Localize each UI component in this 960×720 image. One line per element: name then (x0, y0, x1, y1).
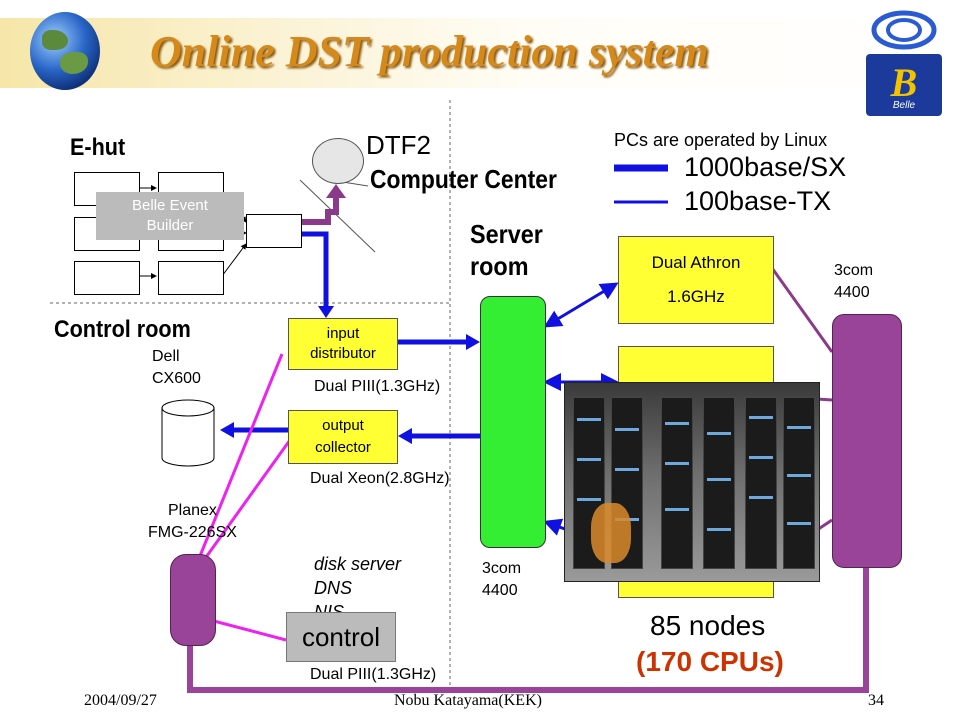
computer-center-label: Computer Center (370, 164, 557, 194)
kek-logo-icon (866, 8, 942, 52)
compute-node-box: Dual Athron 1.6GHz (618, 236, 774, 324)
input-distributor-line1: input (326, 325, 360, 342)
cpus-count: (170 CPUs) (636, 646, 784, 677)
ehut-label: E-hut (70, 134, 126, 161)
globe-land-shape (42, 30, 68, 50)
nodes-count: 85 nodes (650, 610, 766, 641)
compute-switch (832, 314, 902, 568)
server-room-line2: room (470, 251, 529, 281)
dtf2-tape-icon (312, 138, 364, 184)
center-switch-line1: 3com (482, 560, 522, 577)
builder-label-line1: Belle Event (132, 197, 208, 214)
dell-label: Dell CX600 (152, 346, 201, 390)
belle-event-builder: Belle Event Builder (96, 192, 244, 240)
input-cpu-label: Dual PIII(1.3GHz) (314, 378, 441, 395)
planex-label-line2: FMG-226SX (148, 524, 237, 541)
planex-label: Planex FMG-226SX (148, 500, 237, 544)
compute-node-line2: 1.6GHz (667, 287, 725, 306)
compute-node-line1: Dual Athron (651, 253, 741, 272)
legend-100base-label: 100base-TX (684, 186, 832, 216)
disk-storage-icon (161, 399, 215, 467)
control-node-label: control (301, 621, 381, 652)
server-room-photo (564, 382, 820, 582)
center-switch-label: 3com 4400 (482, 558, 521, 602)
dns-label: DNS (314, 578, 353, 598)
logo-label: Belle (892, 100, 916, 111)
ehut-output-box (246, 214, 302, 248)
right-switch-line2: 4400 (834, 284, 870, 301)
ehut-builder-box (158, 261, 224, 295)
control-room-label: Control room (54, 316, 191, 343)
output-cpu-label: Dual Xeon(2.8GHz) (310, 470, 450, 487)
server-room-label: Server room (470, 218, 543, 282)
center-switch-line2: 4400 (482, 582, 518, 599)
control-node-box: control (286, 612, 396, 662)
input-distributor-line2: distributor (310, 345, 376, 362)
builder-label-line2: Builder (146, 217, 194, 234)
server-room-switch (480, 296, 546, 548)
svg-text:B: B (890, 60, 918, 105)
title-banner (0, 18, 960, 88)
input-distributor-box: input distributor (288, 318, 398, 370)
right-switch-line1: 3com (834, 262, 874, 279)
dtf2-label: DTF2 (366, 130, 431, 160)
ehut-readout-box (74, 261, 140, 295)
control-cpu-label: Dual PIII(1.3GHz) (310, 666, 437, 683)
output-collector-box: output collector (288, 410, 398, 464)
server-room-line1: Server (470, 219, 543, 249)
page-title: Online DST production system (150, 27, 709, 76)
footer-page-number: 34 (868, 692, 884, 709)
belle-logo: B Belle (866, 8, 942, 116)
globe-icon (30, 12, 100, 90)
legend-1000base-label: 1000base/SX (684, 152, 847, 182)
globe-land-shape (60, 52, 88, 74)
output-collector-line1: output (322, 417, 364, 434)
footer-date: 2004/09/27 (84, 692, 157, 709)
linux-note: PCs are operated by Linux (614, 130, 828, 150)
disk-server-label: disk server (314, 554, 402, 574)
output-collector-line2: collector (315, 439, 371, 456)
belle-b-icon: B Belle (866, 54, 942, 116)
footer-author: Nobu Katayama(KEK) (394, 692, 542, 709)
planex-label-line1: Planex (168, 502, 217, 519)
dell-label-line2: CX600 (152, 370, 201, 387)
right-switch-label: 3com 4400 (834, 260, 873, 304)
dell-label-line1: Dell (152, 348, 180, 365)
planex-switch (170, 554, 216, 646)
